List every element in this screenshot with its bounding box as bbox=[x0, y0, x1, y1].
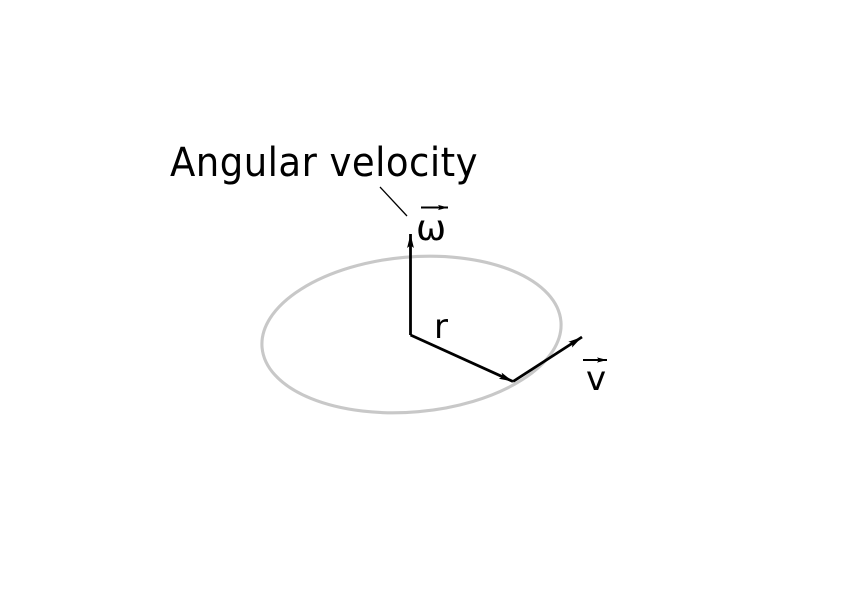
velocity-label: v bbox=[586, 359, 606, 399]
radius-label: r bbox=[434, 307, 448, 347]
omega-label: ω bbox=[416, 208, 446, 249]
velocity-vector-arrow bbox=[512, 335, 583, 383]
diagram-title: Angular velocity bbox=[170, 140, 478, 186]
leader-line bbox=[379, 186, 408, 217]
circular-path-ellipse bbox=[260, 254, 563, 415]
radius-vector-arrow bbox=[409, 333, 514, 383]
